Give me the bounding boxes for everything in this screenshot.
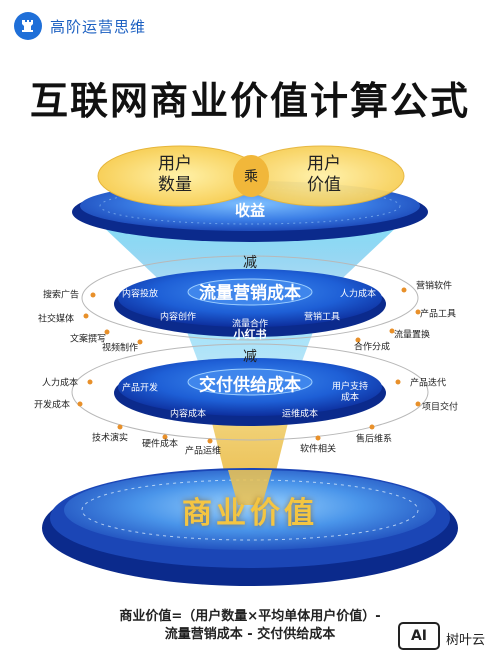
marketing-inner-item: 营销工具 bbox=[303, 312, 341, 323]
chess-rook-icon bbox=[14, 12, 42, 40]
delivery-outer-item: 产品迭代 bbox=[409, 378, 447, 389]
value-disc bbox=[64, 470, 436, 550]
formula-line-2: 流量营销成本 - 交付供给成本 bbox=[164, 627, 336, 642]
delivery-outer-item: 售后维系 bbox=[355, 434, 393, 445]
delivery-outer-item: 硬件成本 bbox=[141, 439, 179, 450]
marketing-inner-item: 内容投放 bbox=[121, 289, 159, 300]
minus-operator-2: 减 bbox=[243, 349, 257, 365]
page-title: 互联网商业价值计算公式 bbox=[29, 79, 470, 123]
delivery-outer-item: 技术演实 bbox=[91, 433, 129, 444]
marketing-outer-item: 视频制作 bbox=[101, 343, 139, 354]
marketing-outer-item: 营销软件 bbox=[415, 281, 453, 292]
orbit-dots bbox=[77, 287, 421, 444]
formula-line-1: 商业价值=（用户数量×平均单体用户价值）- bbox=[119, 609, 381, 624]
marketing-inner-item: 流量合作 bbox=[231, 319, 269, 330]
delivery-outer-item: 软件相关 bbox=[299, 444, 337, 455]
ai-badge: AI bbox=[398, 622, 440, 650]
revenue-label: 收益 bbox=[234, 201, 266, 220]
watermark-name: 树叶云 bbox=[446, 633, 486, 648]
watermark-xiaohongshu: 小红书 bbox=[233, 328, 267, 341]
revenue-disc-ring bbox=[99, 187, 401, 225]
marketing-outer-item: 产品工具 bbox=[419, 309, 457, 320]
marketing-title-pill bbox=[187, 278, 313, 306]
marketing-inner-item: 内容创作 bbox=[159, 312, 197, 323]
delivery-inner-item: 内容成本 bbox=[169, 409, 207, 420]
multiply-operator: 乘 bbox=[244, 169, 258, 185]
marketing-outer-item: 流量置换 bbox=[393, 330, 431, 341]
marketing-outer-item: 文案撰写 bbox=[69, 334, 107, 345]
minus-operator-1: 减 bbox=[243, 255, 257, 271]
delivery-inner-item: 用户支持成本 bbox=[331, 382, 368, 403]
marketing-title: 流量营销成本 bbox=[199, 283, 301, 304]
marketing-orbit bbox=[81, 255, 419, 341]
value-beam-tip bbox=[228, 470, 272, 505]
marketing-outer-item: 社交媒体 bbox=[37, 314, 75, 325]
brand-header: 高阶运营思维 bbox=[14, 12, 146, 40]
venn-overlap bbox=[233, 155, 269, 197]
venn-user-count-label: 用户数量 bbox=[158, 154, 192, 195]
delivery-title: 交付供给成本 bbox=[199, 375, 301, 396]
business-value-title: 商业价值 bbox=[182, 496, 318, 531]
marketing-outer-item: 合作分成 bbox=[353, 342, 391, 353]
delivery-outer-item: 产品运维 bbox=[184, 446, 222, 457]
delivery-inner-item: 运维成本 bbox=[281, 409, 319, 420]
delivery-title-pill bbox=[187, 368, 313, 396]
delivery-inner-item: 产品开发 bbox=[121, 383, 159, 394]
marketing-outer-item: 搜索广告 bbox=[42, 290, 80, 301]
formula-text: 商业价值=（用户数量×平均单体用户价值）- 流量营销成本 - 交付供给成本 bbox=[60, 608, 440, 644]
venn-user-value-label: 用户价值 bbox=[307, 154, 341, 195]
marketing-inner-item: 人力成本 bbox=[339, 289, 377, 300]
delivery-outer-item: 人力成本 bbox=[41, 378, 79, 389]
value-disc-ring bbox=[81, 479, 419, 541]
delivery-outer-item: 项目交付 bbox=[421, 402, 459, 413]
delivery-orbit bbox=[71, 343, 429, 441]
brand-name: 高阶运营思维 bbox=[50, 17, 147, 36]
delivery-outer-item: 开发成本 bbox=[33, 400, 71, 411]
